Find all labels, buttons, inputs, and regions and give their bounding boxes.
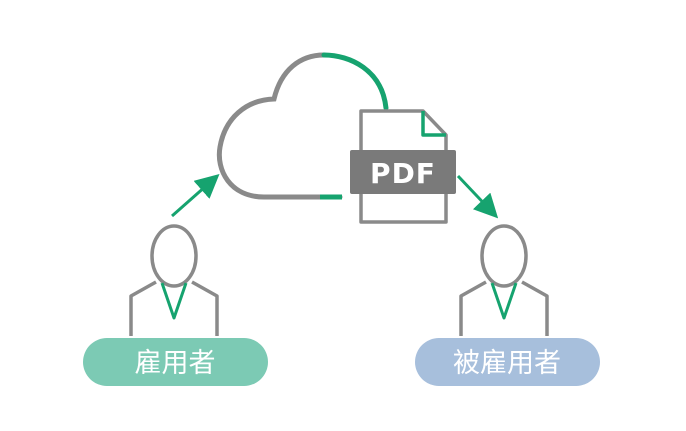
employee-person-icon — [459, 224, 549, 336]
pdf-document-icon: PDF — [350, 109, 456, 224]
cloud-icon — [216, 52, 389, 200]
download-arrow — [456, 174, 499, 219]
employer-label: 雇用者 — [135, 348, 216, 379]
employee-badge: 被雇用者 — [415, 338, 600, 386]
pdf-label: PDF — [370, 157, 436, 190]
upload-arrow — [171, 174, 220, 218]
pdf-label-box — [350, 150, 456, 194]
employer-badge: 雇用者 — [83, 338, 268, 386]
employer-person-icon — [129, 224, 219, 336]
employee-label: 被雇用者 — [453, 348, 561, 379]
